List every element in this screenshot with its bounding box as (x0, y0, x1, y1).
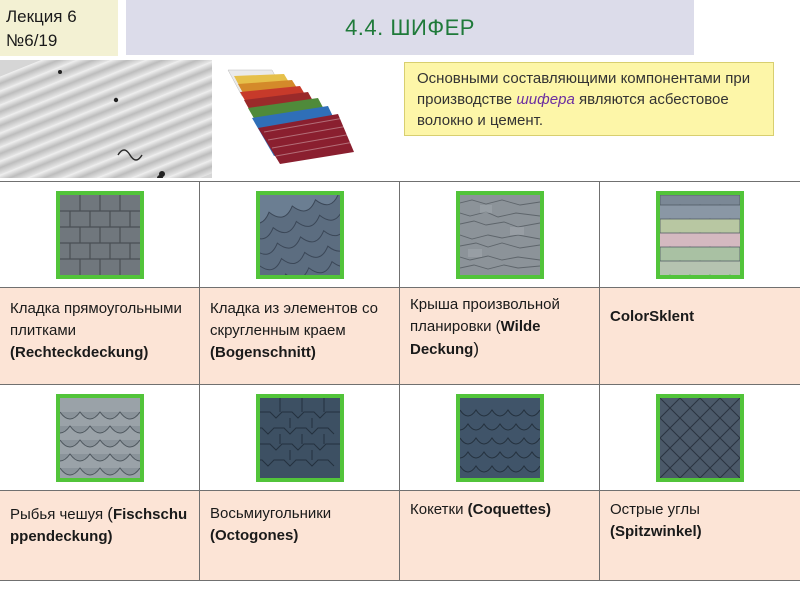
table-cell: Кокетки (Coquettes) (400, 491, 600, 581)
coquette-tiles-icon (455, 393, 544, 482)
info-note: Основными составляющими компонентами при… (404, 62, 774, 136)
table-row: Рыбья чешуя (Fischschuppendeckung) Восьм… (0, 491, 800, 581)
type-name: (Spitzwinkel) (610, 523, 702, 540)
table-cell: Рыбья чешуя (Fischschuppendeckung) (0, 491, 200, 581)
type-label: Крыша произвольной планировки ( (410, 296, 560, 335)
table-row (0, 182, 800, 288)
type-name: Fischschuppendeckung) (10, 506, 188, 545)
table-cell (200, 182, 400, 288)
slide-title: 4.4. ШИФЕР (345, 14, 475, 40)
type-label: Кладка прямоугольными плитками (10, 300, 182, 339)
table-cell: Кладка прямоугольными плитками (Rechteck… (0, 288, 200, 385)
colored-sheets-photo (227, 69, 355, 164)
slide-title-bar: 4.4. ШИФЕР (126, 0, 694, 55)
rounded-tiles-icon (255, 190, 344, 279)
table-cell (400, 385, 600, 491)
info-highlight: шифера (516, 91, 575, 108)
type-name: (Bogenschnitt) (210, 344, 316, 361)
lecture-number: Лекция 6 (6, 7, 77, 26)
wild-tiles-icon (455, 190, 544, 279)
info-text-start: Основными составляющими компонентами при… (417, 70, 751, 108)
rectangular-tiles-icon (55, 190, 144, 279)
table-cell: Кладка из элементов со скругленным краем… (200, 288, 400, 385)
type-label: Кокетки (410, 501, 468, 518)
fish-scale-icon (55, 393, 144, 482)
table-cell: Крыша произвольной планировки (Wilde Dec… (400, 288, 600, 385)
type-label: Рыбья чешуя (10, 506, 108, 523)
corrugated-slate-photo (0, 60, 212, 178)
table-cell (0, 385, 200, 491)
type-open: ( (107, 504, 113, 523)
table-cell (0, 182, 200, 288)
slate-types-table: Кладка прямоугольными плитками (Rechteck… (0, 181, 800, 581)
type-label: Кладка из элементов со скругленным краем (210, 300, 378, 339)
table-row: Кладка прямоугольными плитками (Rechteck… (0, 288, 800, 385)
table-row (0, 385, 800, 491)
table-cell (600, 385, 800, 491)
type-name: Wilde Deckung (410, 318, 541, 358)
lecture-label: Лекция 6 №6/19 (0, 0, 118, 56)
table-cell: ColorSklent (600, 288, 800, 385)
lecture-page: №6/19 (6, 31, 58, 50)
info-text-end: являются асбестовое волокно и цемент. (417, 91, 729, 129)
type-name: (Rechteckdeckung) (10, 344, 149, 361)
type-label: Восьмиугольники (210, 505, 332, 522)
table-cell: Восьмиугольники (Octogones) (200, 491, 400, 581)
type-tail: ) (473, 339, 480, 358)
type-name: (Coquettes) (467, 501, 551, 518)
table-cell: Острые углы (Spitzwinkel) (600, 491, 800, 581)
type-name: (Octogones) (210, 527, 299, 544)
table-cell (600, 182, 800, 288)
pointed-tiles-icon (656, 393, 744, 482)
table-cell (400, 182, 600, 288)
table-cell (200, 385, 400, 491)
type-name: ColorSklent (610, 308, 695, 325)
type-label: Острые углы (610, 501, 700, 518)
octagon-tiles-icon (255, 393, 344, 482)
colored-scales-icon (656, 190, 744, 279)
